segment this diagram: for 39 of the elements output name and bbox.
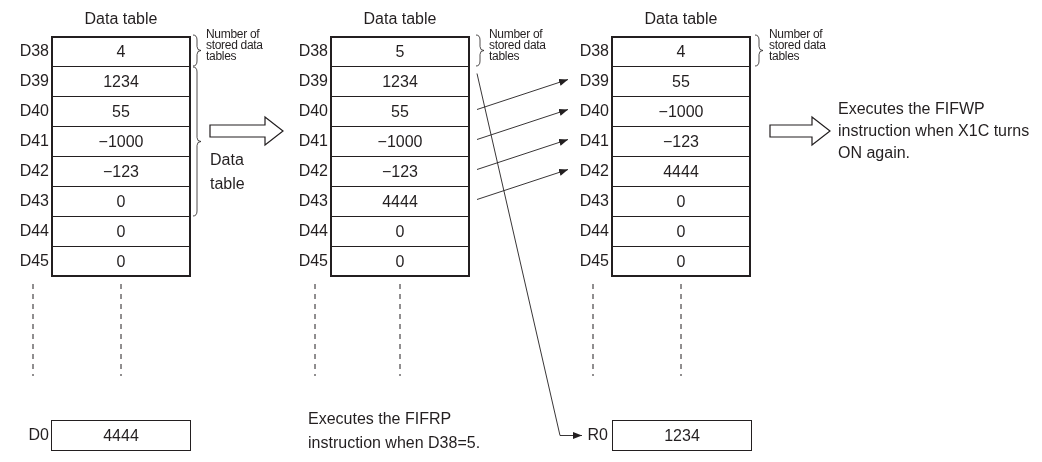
register-name: D40 — [18, 101, 49, 121]
register-name: D39 — [18, 71, 49, 91]
table-heading: Data table — [362, 9, 438, 29]
register-name: D42 — [18, 161, 49, 181]
brace-note: Number of stored data tables — [769, 29, 827, 62]
note-text: Executes the FIFRP instruction when D38=5. — [308, 409, 482, 453]
register-value: 4444 — [51, 420, 191, 451]
register-name: D0 — [27, 425, 49, 445]
table-heading: Data table — [83, 9, 159, 29]
register-name: D41 — [18, 131, 49, 151]
register-name: D45 — [578, 251, 609, 271]
register-name: D42 — [578, 161, 609, 181]
register-name: D39 — [578, 71, 609, 91]
register-value: 1234 — [612, 420, 752, 451]
register-name: D43 — [18, 191, 49, 211]
register-name: D43 — [297, 191, 328, 211]
hollow-arrow — [209, 115, 284, 147]
hollow-arrow — [769, 115, 831, 147]
note-text: Executes the FIFWP instruction when X1C turns ON again. — [838, 98, 1038, 164]
register-name: R0 — [586, 425, 608, 445]
register-name: D41 — [297, 131, 328, 151]
register-name: D38 — [297, 41, 328, 61]
register-name: D40 — [578, 101, 609, 121]
register-name: D38 — [18, 41, 49, 61]
table-heading: Data table — [643, 9, 719, 29]
register-name: D39 — [297, 71, 328, 91]
register-name: D42 — [297, 161, 328, 181]
register-name: D38 — [578, 41, 609, 61]
register-name: D44 — [297, 221, 328, 241]
brace-note: Number of stored data tables — [489, 29, 547, 62]
brace-label: Data table — [210, 150, 246, 194]
register-name: D43 — [578, 191, 609, 211]
register-name: D44 — [578, 221, 609, 241]
register-name: D44 — [18, 221, 49, 241]
register-name: D40 — [297, 101, 328, 121]
brace-note: Number of stored data tables — [206, 29, 264, 62]
register-name: D45 — [297, 251, 328, 271]
register-name: D41 — [578, 131, 609, 151]
register-name: D45 — [18, 251, 49, 271]
